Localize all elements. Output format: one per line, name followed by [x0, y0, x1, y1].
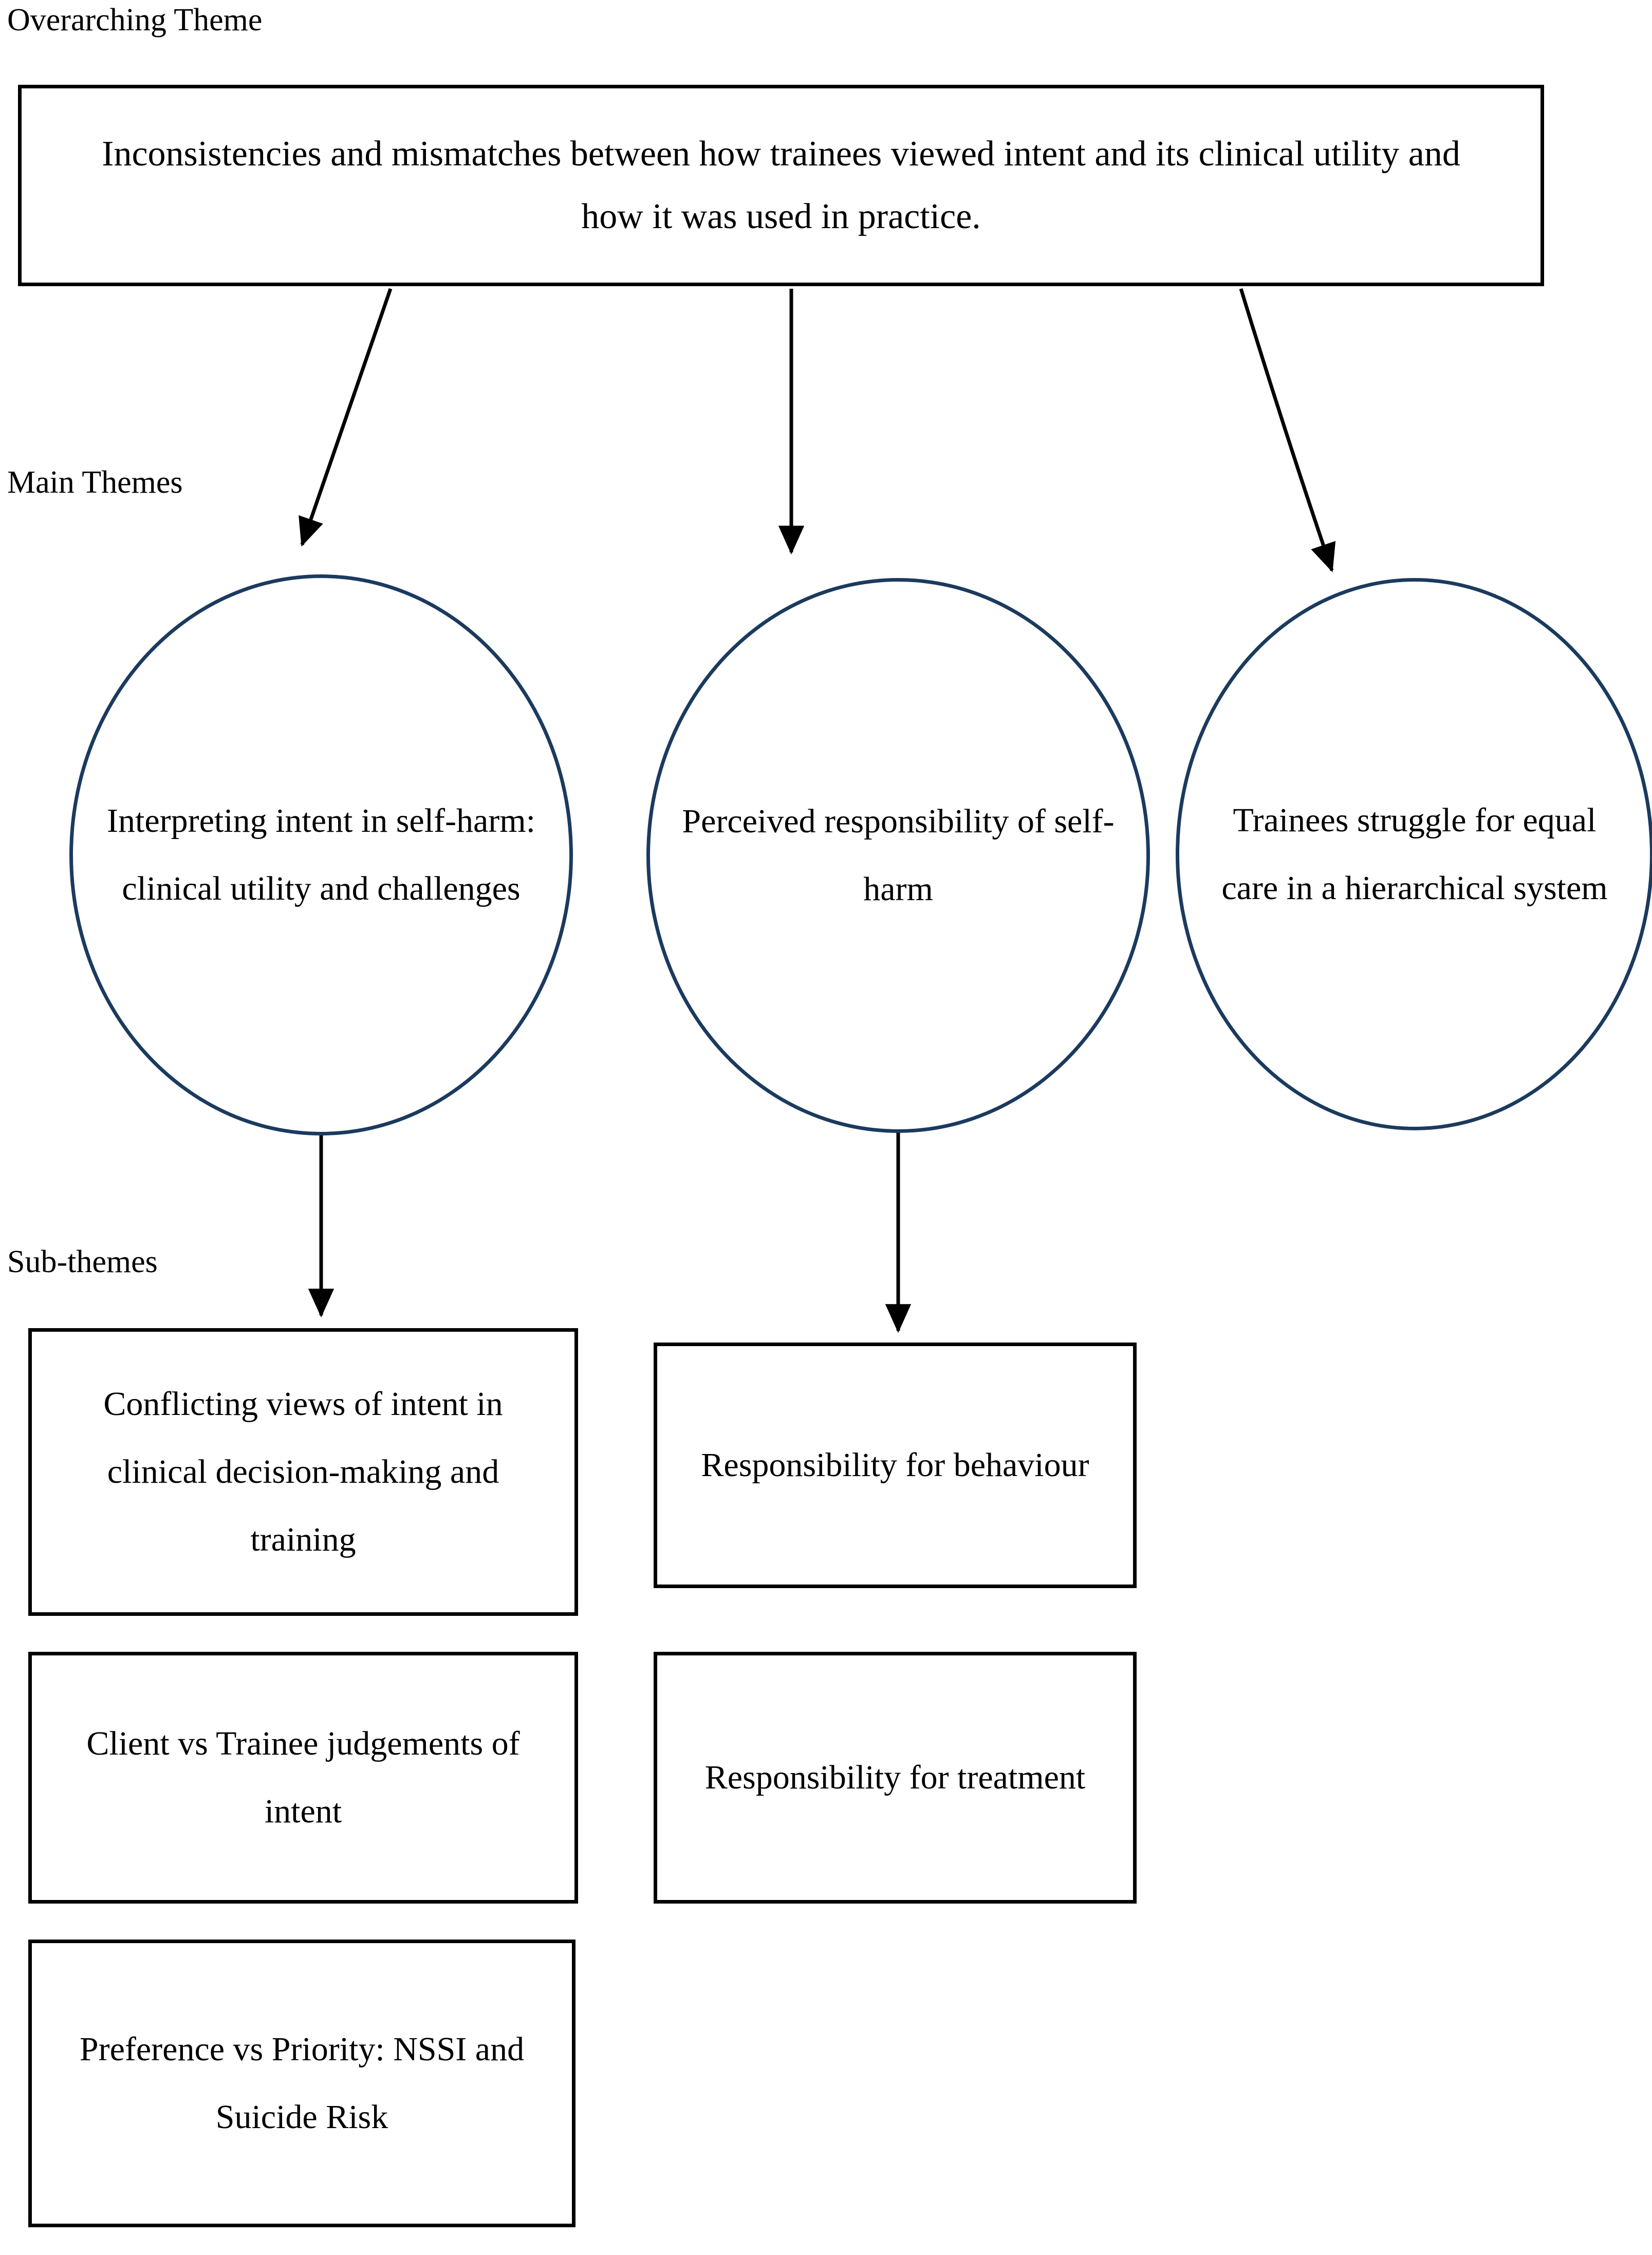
- sub-theme-2-text: Client vs Trainee judgements of intent: [86, 1725, 520, 1830]
- sub-theme-3-text: Preference vs Priority: NSSI and Suicide…: [79, 2030, 525, 2136]
- sub-theme-box-5: Responsibility for treatment: [654, 1652, 1137, 1904]
- overarching-theme-box: Inconsistencies and mismatches between h…: [18, 85, 1544, 286]
- sub-theme-box-3: Preference vs Priority: NSSI and Suicide…: [28, 1940, 576, 2227]
- main-theme-3-text: Trainees struggle for equal care in a hi…: [1221, 801, 1608, 907]
- sub-theme-box-2: Client vs Trainee judgements of intent: [28, 1652, 578, 1904]
- tier-label-main-themes: Main Themes: [7, 465, 183, 500]
- sub-theme-1-text: Conflicting views of intent in clinical …: [103, 1385, 503, 1558]
- sub-theme-4-text: Responsibility for behaviour: [701, 1446, 1089, 1484]
- arrow-overarching-to-theme-1: [299, 288, 393, 547]
- main-theme-1-text: Interpreting intent in self-harm: clinic…: [107, 802, 535, 907]
- tier-label-overarching-theme: Overarching Theme: [7, 3, 263, 38]
- main-theme-ellipse-3: Trainees struggle for equal care in a hi…: [1176, 578, 1652, 1130]
- main-theme-ellipse-2: Perceived responsibility of self-harm: [646, 578, 1150, 1133]
- arrow-overarching-to-theme-3: [1239, 288, 1336, 572]
- tier-label-sub-themes: Sub-themes: [7, 1244, 158, 1279]
- overarching-theme-text: Inconsistencies and mismatches between h…: [102, 134, 1460, 237]
- sub-theme-box-1: Conflicting views of intent in clinical …: [28, 1328, 578, 1616]
- main-theme-ellipse-1: Interpreting intent in self-harm: clinic…: [69, 574, 573, 1135]
- sub-theme-box-4: Responsibility for behaviour: [654, 1343, 1137, 1588]
- main-theme-2-text: Perceived responsibility of self-harm: [682, 803, 1115, 908]
- sub-theme-5-text: Responsibility for treatment: [704, 1759, 1086, 1796]
